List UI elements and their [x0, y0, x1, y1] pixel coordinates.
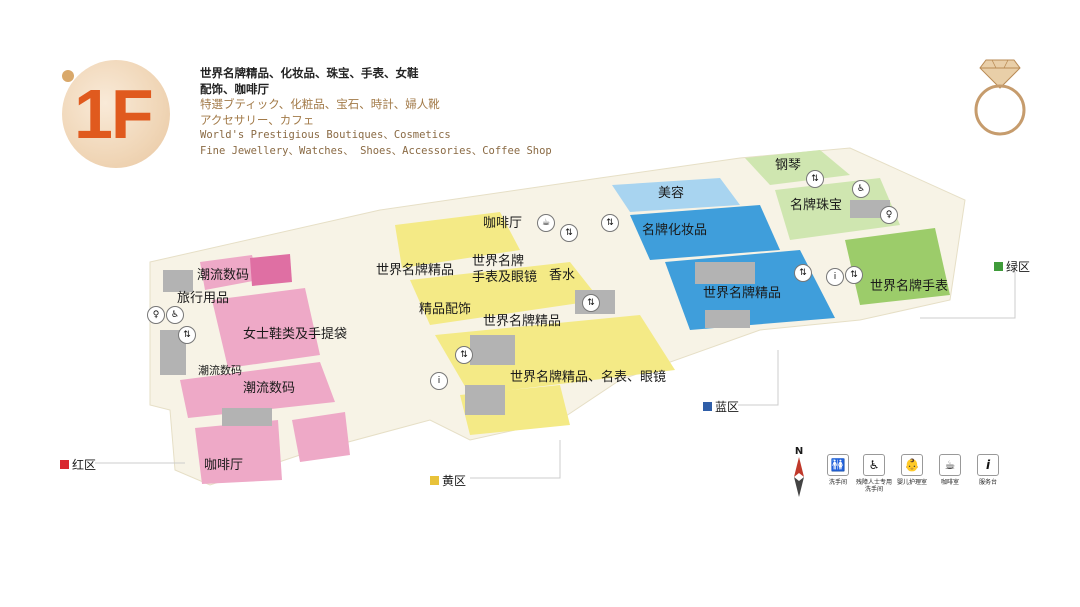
elevator-icon: ⇅ — [582, 294, 600, 312]
blue-leader — [738, 350, 779, 406]
info-icon: i — [977, 454, 999, 476]
label-luxury-blue: 世界名牌精品 — [703, 286, 782, 301]
zone-yellow-swatch — [430, 476, 439, 485]
red-gray-block1 — [163, 270, 193, 292]
elevator-icon: ⇅ — [601, 214, 619, 232]
elevator-icon: ⇅ — [178, 326, 196, 344]
elevator-icon: ⇅ — [806, 170, 824, 188]
yellow-gray-block1 — [470, 335, 515, 365]
yellow-gray-block3 — [465, 385, 505, 415]
floor-label: 1F — [74, 75, 154, 153]
elevator-icon: ⇅ — [455, 346, 473, 364]
label-jewelry: 名牌珠宝 — [790, 198, 843, 213]
legend-toilet-label: 洗手间 — [828, 479, 847, 486]
label-watch-glasses-2: 手表及眼镜 — [472, 270, 538, 285]
accessible-icon: ♿ — [166, 306, 184, 324]
desc-en-line1: World's Prestigious Boutiques、Cosmetics — [200, 129, 451, 141]
north-arrow: N — [792, 446, 806, 501]
blue-zone-top — [612, 178, 740, 212]
red-zone-shoes — [212, 288, 320, 368]
red-zone-side — [292, 412, 350, 462]
green-leader — [920, 272, 1016, 319]
info-icon: i — [826, 268, 844, 286]
label-luxury-yellow2: 世界名牌精品 — [483, 314, 562, 329]
desc-jp-line2: アクセサリー、カフェ — [200, 112, 315, 127]
legend-baby: 👶 婴儿护理室 — [892, 454, 932, 486]
elevator-icon: ⇅ — [845, 266, 863, 284]
legend-baby-label: 婴儿护理室 — [896, 479, 927, 486]
zone-red: 红区 — [60, 456, 96, 473]
zone-green-swatch — [994, 262, 1003, 271]
label-women-shoes: 女士鞋类及手提袋 — [243, 327, 348, 342]
diamond-ring-icon — [974, 59, 1026, 136]
floor-description: 世界名牌精品、化妆品、珠宝、手表、女鞋 配饰、咖啡厅 特選ブティック、化粧品、宝… — [200, 66, 552, 159]
zone-green-label: 绿区 — [1006, 260, 1031, 274]
label-piano: 钢琴 — [775, 158, 802, 173]
legend-coffee-label: 咖啡室 — [940, 479, 959, 486]
label-luxury-watch-glasses: 世界名牌精品、名表、眼镜 — [510, 370, 667, 385]
zone-yellow-label: 黄区 — [442, 474, 467, 488]
facility-legend: 🚻 洗手间 ♿ 残障人士专用洗手间 👶 婴儿护理室 ☕ 咖啡室 i 服务台 — [790, 446, 1020, 496]
coffee-icon: ☕ — [537, 214, 555, 232]
elevator-icon: ⇅ — [560, 224, 578, 242]
blue-gray-block2 — [705, 310, 750, 328]
label-chaoliu-top: 潮流数码 — [197, 268, 250, 283]
accessible-icon: ♿ — [863, 454, 885, 476]
legend-accessible: ♿ 残障人士专用洗手间 — [854, 454, 894, 493]
label-perfume: 香水 — [549, 268, 576, 283]
compass-icon — [794, 457, 804, 497]
legend-accessible-label: 残障人士专用洗手间 — [855, 479, 892, 493]
red-zone-top — [200, 255, 258, 290]
desc-zh-line1: 世界名牌精品、化妆品、珠宝、手表、女鞋 — [200, 66, 419, 80]
red-gray-block3 — [222, 408, 272, 426]
yellow-leader — [470, 440, 561, 479]
label-cosmetics: 名牌化妆品 — [642, 223, 708, 238]
blue-gray-block1 — [695, 262, 755, 284]
zone-red-swatch — [60, 460, 69, 469]
label-cafe-yellow: 咖啡厅 — [483, 216, 523, 231]
desc-zh-line2: 配饰、咖啡厅 — [200, 81, 269, 96]
green-zone-watches — [845, 228, 950, 305]
legend-info-label: 服务台 — [978, 479, 997, 486]
badge-dot — [62, 70, 74, 82]
label-watch-glasses-1: 世界名牌 — [472, 254, 525, 269]
yellow-zone-mid — [410, 262, 600, 325]
label-chaoliu-small: 潮流数码 — [198, 364, 242, 377]
legend-info: i 服务台 — [968, 454, 1008, 486]
label-chaoliu-mid: 潮流数码 — [243, 381, 296, 396]
legend-coffee: ☕ 咖啡室 — [930, 454, 970, 486]
info-icon: i — [430, 372, 448, 390]
zone-green: 绿区 — [994, 258, 1030, 275]
yellow-zone-top — [395, 212, 520, 268]
zone-yellow: 黄区 — [430, 472, 466, 489]
coffee-icon: ☕ — [939, 454, 961, 476]
label-travel: 旅行用品 — [177, 291, 230, 306]
red-zone-cafe — [195, 420, 282, 484]
label-accessories: 精品配饰 — [419, 302, 472, 317]
zone-blue-label: 蓝区 — [715, 400, 740, 414]
label-cafe-red: 咖啡厅 — [204, 458, 244, 473]
north-label: N — [794, 446, 804, 457]
blue-zone-cosmetics — [630, 205, 780, 260]
baby-care-icon: 👶 — [901, 454, 923, 476]
toilet-icon: ♀ — [880, 206, 898, 224]
toilet-icon: 🚻 — [827, 454, 849, 476]
elevator-icon: ⇅ — [794, 264, 812, 282]
zone-blue-swatch — [703, 402, 712, 411]
floor-badge: 1F — [62, 60, 170, 168]
accessible-icon: ♿ — [852, 180, 870, 198]
legend-toilet: 🚻 洗手间 — [818, 454, 858, 486]
toilet-icon: ♀ — [147, 306, 165, 324]
zone-red-label: 红区 — [72, 458, 97, 472]
desc-jp-line1: 特選ブティック、化粧品、宝石、時計、婦人靴 — [200, 97, 440, 111]
red-zone-digital — [180, 362, 335, 418]
zone-blue: 蓝区 — [703, 398, 739, 415]
desc-en-line2: Fine Jewellery、Watches、 Shoes、Accessorie… — [200, 144, 552, 157]
label-beauty: 美容 — [658, 186, 685, 201]
label-watches-green: 世界名牌手表 — [870, 279, 949, 294]
red-zone-cube — [250, 254, 292, 286]
label-luxury-yellow1: 世界名牌精品 — [376, 263, 455, 278]
